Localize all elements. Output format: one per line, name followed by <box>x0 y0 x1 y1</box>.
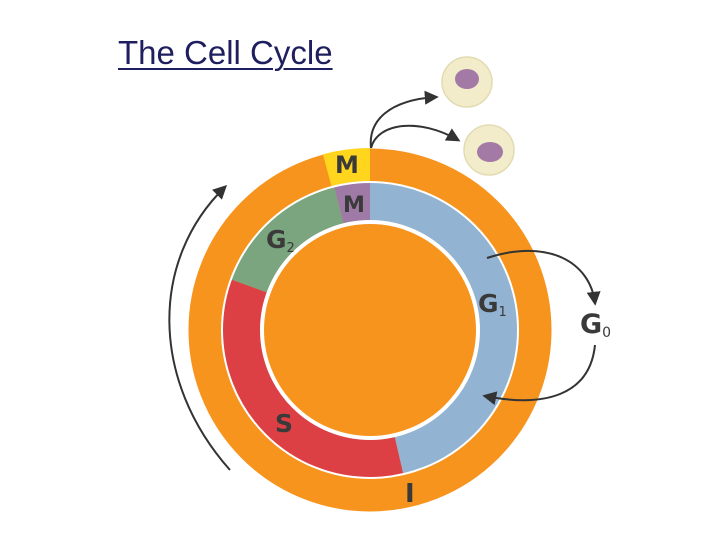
m-outer-label: M <box>335 151 359 179</box>
g2-label-sub: 2 <box>287 241 295 256</box>
g2-label-main: G <box>266 225 287 254</box>
page-title: The Cell Cycle <box>118 34 333 71</box>
g2-phase-segment <box>230 186 344 293</box>
daughter-cell-top <box>441 56 493 108</box>
g0-label-sub: 0 <box>602 325 611 341</box>
g0-label: G0 <box>580 309 611 341</box>
g1-phase-segment <box>370 182 519 475</box>
mitosis-band-outer <box>322 148 370 187</box>
g1-label: G1 <box>478 289 507 320</box>
g1-label-main: G <box>478 289 499 318</box>
s-label: S <box>275 409 293 438</box>
g1-label-sub: 1 <box>499 305 507 320</box>
s-phase-segment <box>222 279 404 478</box>
g1-to-g0-arrow <box>486 249 601 306</box>
g0-to-g1-arrow <box>482 344 596 406</box>
g2-label: G2 <box>266 225 295 256</box>
nucleus-icon <box>477 142 503 162</box>
inner-ring-edge <box>260 220 480 440</box>
ring-separator <box>221 181 519 479</box>
i-label: I <box>405 479 415 509</box>
division-arrow-top <box>369 90 439 149</box>
division-arrow-bottom <box>370 124 461 149</box>
cycle-direction-arrow <box>168 185 231 471</box>
m-inner-label: M <box>343 193 365 218</box>
g0-label-main: G <box>580 309 602 340</box>
daughter-cell-bottom <box>463 124 515 176</box>
nucleus-icon <box>455 69 479 89</box>
m-phase-segment <box>334 182 370 225</box>
